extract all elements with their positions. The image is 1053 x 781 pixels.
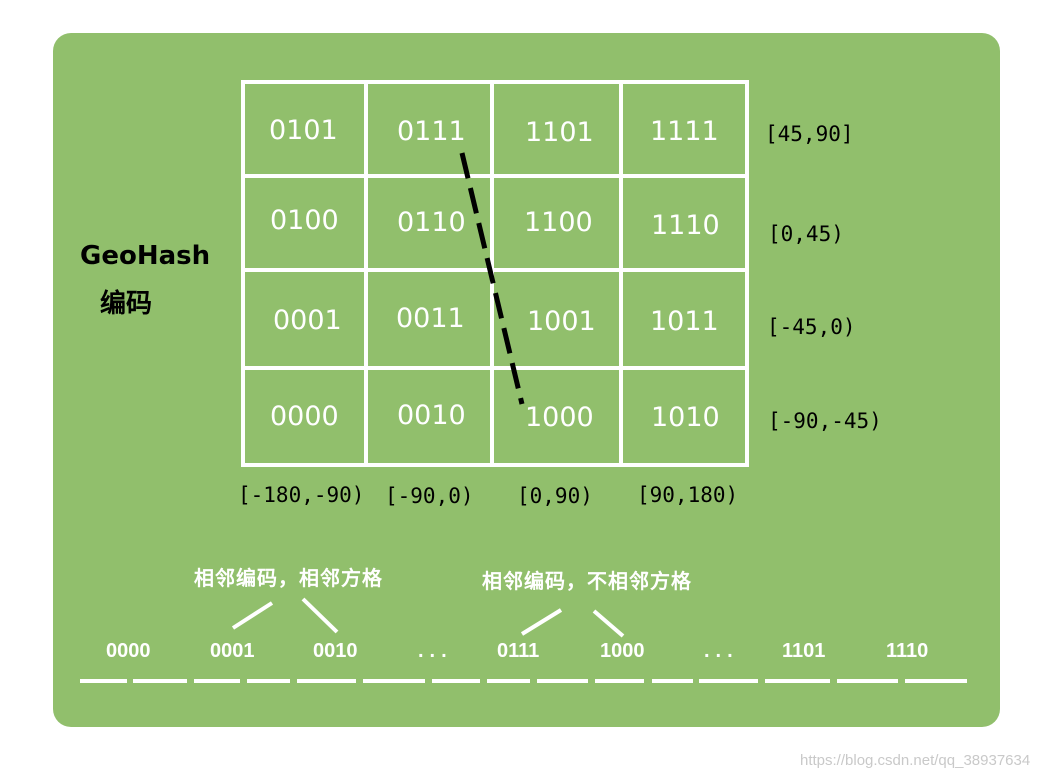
grid-cell: 0001 — [273, 305, 342, 336]
grid-cell: 1111 — [650, 116, 719, 147]
sequence-ellipsis: ... — [704, 640, 739, 662]
grid-cell: 0111 — [397, 116, 466, 147]
grid-cell: 1001 — [527, 306, 596, 337]
title-encoding: 编码 — [100, 289, 153, 319]
grid-cell: 1101 — [525, 117, 594, 148]
sequence-code: 1000 — [600, 640, 645, 662]
lon-label: [-180,-90) — [238, 483, 365, 507]
diagram-panel — [53, 33, 1000, 727]
lon-label: [0,90) — [517, 484, 593, 508]
geohash-grid — [241, 80, 749, 467]
sequence-ellipsis: ... — [418, 640, 453, 662]
grid-cell: 1010 — [651, 402, 720, 433]
lon-label: [-90,0) — [385, 484, 474, 508]
lat-label: [0,45) — [768, 222, 844, 246]
annotation-not-adjacent: 相邻编码，不相邻方格 — [482, 569, 692, 593]
sequence-code: 0000 — [106, 640, 151, 662]
title-geohash: GeoHash — [80, 241, 211, 271]
sequence-code: 0001 — [210, 640, 255, 662]
dashed-connector — [459, 152, 525, 405]
sequence-code: 1110 — [886, 640, 929, 662]
lon-label: [90,180) — [637, 483, 739, 507]
sequence-code: 0111 — [497, 640, 540, 662]
grid-cell: 0011 — [396, 303, 465, 334]
grid-cell: 1110 — [651, 210, 720, 241]
watermark: https://blog.csdn.net/qq_38937634 — [800, 752, 1031, 769]
grid-cell: 1100 — [524, 207, 593, 238]
grid-cell: 0110 — [397, 207, 466, 238]
grid-cell: 0101 — [269, 115, 338, 146]
annotation-adjacent: 相邻编码，相邻方格 — [194, 566, 383, 590]
grid-cell: 0100 — [270, 205, 339, 236]
sequence-code: 1101 — [782, 640, 826, 662]
grid-cell: 1000 — [525, 402, 594, 433]
grid-cell: 1011 — [650, 306, 719, 337]
lat-label: [45,90] — [765, 122, 854, 146]
lat-label: [-90,-45) — [768, 409, 882, 433]
grid-cell: 0000 — [270, 401, 339, 432]
annotation-brackets — [231, 597, 625, 638]
lat-label: [-45,0) — [767, 315, 856, 339]
sequence-code: 0010 — [313, 640, 358, 662]
grid-cell: 0010 — [397, 400, 466, 431]
